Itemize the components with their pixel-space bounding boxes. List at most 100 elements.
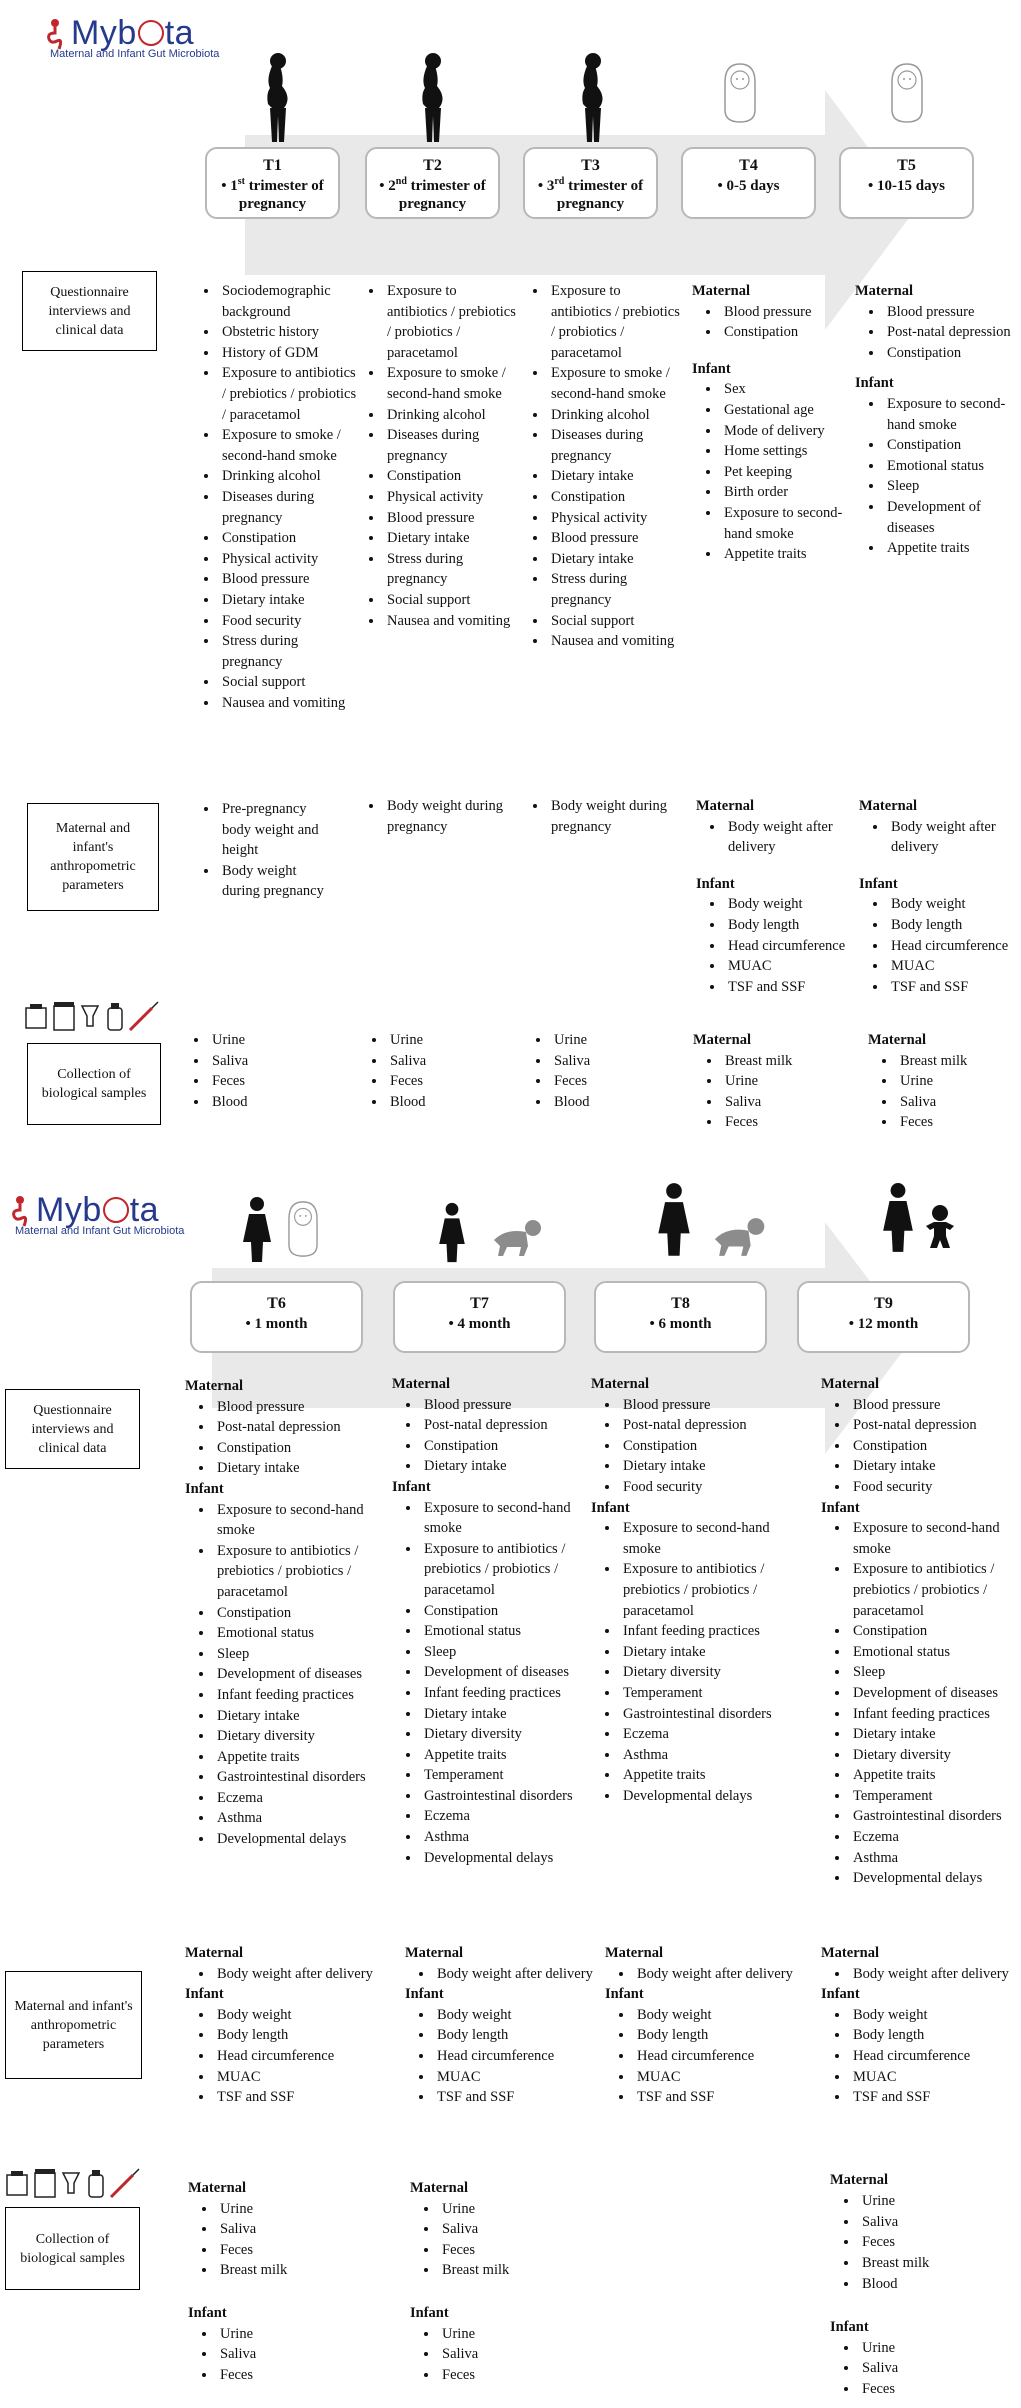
row-label-samples: Collection of biological samples (27, 1043, 161, 1125)
list-item: Eczema (850, 1827, 1021, 1848)
list-item: Feces (209, 1071, 320, 1092)
list-item: TSF and SSF (850, 2087, 1011, 2108)
gut-icon (12, 1195, 28, 1227)
list-item: Body weight after delivery (850, 1964, 1011, 1985)
list-item: Asthma (214, 1808, 385, 1829)
list-item: Post-natal depression (850, 1415, 1021, 1436)
list-item: Developmental delays (214, 1829, 385, 1850)
list-item: Urine (897, 1071, 1018, 1092)
logo-subtitle: Maternal and Infant Gut Microbiota (15, 1225, 185, 1237)
gut-icon (47, 18, 63, 50)
list-item: TSF and SSF (634, 2087, 795, 2108)
list-item: Temperament (421, 1765, 587, 1786)
logo-subtitle: Maternal and Infant Gut Microbiota (50, 48, 220, 60)
list-item: Infant feeding practices (214, 1685, 385, 1706)
list-item: Dietary intake (548, 549, 684, 570)
list-item: Dietary intake (548, 466, 684, 487)
list-item: Food security (620, 1477, 796, 1498)
infant-header: Infant (185, 1986, 224, 2003)
list-item: Nausea and vomiting (548, 631, 684, 652)
timepoint-id: T2 (423, 157, 442, 174)
list-item: MUAC (850, 2067, 1011, 2088)
maternal-header: Maternal (185, 1378, 243, 1394)
list-item: Exposure to smoke / second-hand smoke (219, 425, 362, 466)
list-item: Physical activity (548, 508, 684, 529)
infant-header: Infant (185, 1480, 224, 1497)
t7-samples-list: Maternal Urine Saliva Feces Breast milk … (410, 2178, 570, 2385)
list-item: Blood pressure (214, 1397, 385, 1418)
list-item: Exposure to antibiotics / prebiotics / p… (850, 1559, 1021, 1621)
infant-header: Infant (821, 1499, 860, 1516)
t3-questionnaire-list: Exposure to antibiotics / prebiotics / p… (519, 281, 684, 652)
list-item: Blood pressure (548, 528, 684, 549)
list-item: Blood pressure (384, 508, 520, 529)
list-item: Feces (897, 1112, 1018, 1133)
list-item: Dietary diversity (421, 1724, 587, 1745)
list-item: Emotional status (214, 1623, 385, 1644)
list-item: Exposure to smoke / second-hand smoke (384, 363, 520, 404)
list-item: Food security (219, 611, 362, 632)
list-item: Dietary intake (620, 1456, 796, 1477)
list-item: Body weight during pregnancy (548, 796, 684, 837)
t9-questionnaire-list: Maternal Blood pressure Post-natal depre… (821, 1374, 1021, 1889)
maternal-header: Maternal (188, 2180, 246, 2196)
list-item: Constipation (214, 1438, 385, 1459)
list-item: Dietary intake (214, 1706, 385, 1727)
list-item: Drinking alcohol (384, 405, 520, 426)
timepoint-desc: • 10-15 days (868, 178, 945, 194)
list-item: Exposure to antibiotics / prebiotics / p… (214, 1541, 385, 1603)
list-item: Eczema (620, 1724, 796, 1745)
list-item: Saliva (439, 2344, 570, 2365)
t6-questionnaire-list: Maternal Blood pressure Post-natal depre… (185, 1376, 385, 1850)
list-item: Blood pressure (620, 1395, 796, 1416)
list-item: Body weight (850, 2005, 1011, 2026)
list-item: Body weight after delivery (888, 817, 1021, 858)
list-item: Development of diseases (421, 1662, 587, 1683)
list-item: Physical activity (384, 487, 520, 508)
list-item: Stress during pregnancy (384, 549, 520, 590)
list-item: Head circumference (634, 2046, 795, 2067)
timepoint-t1-box: T1 • 1st trimester of pregnancy (205, 147, 340, 219)
infant-header: Infant (696, 875, 735, 892)
list-item: Gastrointestinal disorders (421, 1786, 587, 1807)
list-item: Stress during pregnancy (548, 569, 684, 610)
list-item: Dietary intake (214, 1458, 385, 1479)
list-item: Feces (859, 2232, 990, 2253)
t6-anthropometric-list: Maternal Body weight after delivery Infa… (185, 1943, 385, 2108)
list-item: Dietary diversity (214, 1726, 385, 1747)
list-item: Mode of delivery (721, 421, 862, 442)
list-item: Body length (725, 915, 866, 936)
maternal-header: Maternal (605, 1945, 663, 1961)
maternal-header: Maternal (392, 1376, 450, 1392)
list-item: Temperament (620, 1683, 796, 1704)
timepoint-t6-box: T6 • 1 month (190, 1281, 363, 1353)
list-item: Sleep (884, 476, 1021, 497)
t2-questionnaire-list: Exposure to antibiotics / prebiotics / p… (355, 281, 520, 631)
list-item: Saliva (387, 1051, 498, 1072)
list-item: Blood pressure (421, 1395, 587, 1416)
list-item: Social support (384, 590, 520, 611)
list-item: Stress during pregnancy (219, 631, 362, 672)
woman-icon (439, 1202, 465, 1263)
list-item: Body weight (634, 2005, 795, 2026)
list-item: Body weight after delivery (214, 1964, 385, 1985)
sample-containers-icon (6, 2168, 140, 2199)
list-item: Saliva (722, 1092, 843, 1113)
t3-samples-list: Urine Saliva Feces Blood (522, 1030, 662, 1112)
infant-header: Infant (188, 2304, 227, 2321)
timepoint-id: T8 (671, 1295, 690, 1312)
list-item: Blood pressure (721, 302, 862, 323)
list-item: Urine (439, 2199, 570, 2220)
list-item: Exposure to second-hand smoke (850, 1518, 1021, 1559)
list-item: Obstetric history (219, 322, 362, 343)
maternal-header: Maternal (859, 798, 917, 814)
woman-icon (883, 1183, 913, 1252)
list-item: Body weight after delivery (434, 1964, 595, 1985)
list-item: Body length (634, 2025, 795, 2046)
list-item: Appetite traits (850, 1765, 1021, 1786)
list-item: Urine (209, 1030, 320, 1051)
list-item: Saliva (859, 2212, 990, 2233)
crawling-baby-icon (714, 1218, 765, 1256)
list-item: Appetite traits (214, 1747, 385, 1768)
timepoint-t8-box: T8 • 6 month (594, 1281, 767, 1353)
